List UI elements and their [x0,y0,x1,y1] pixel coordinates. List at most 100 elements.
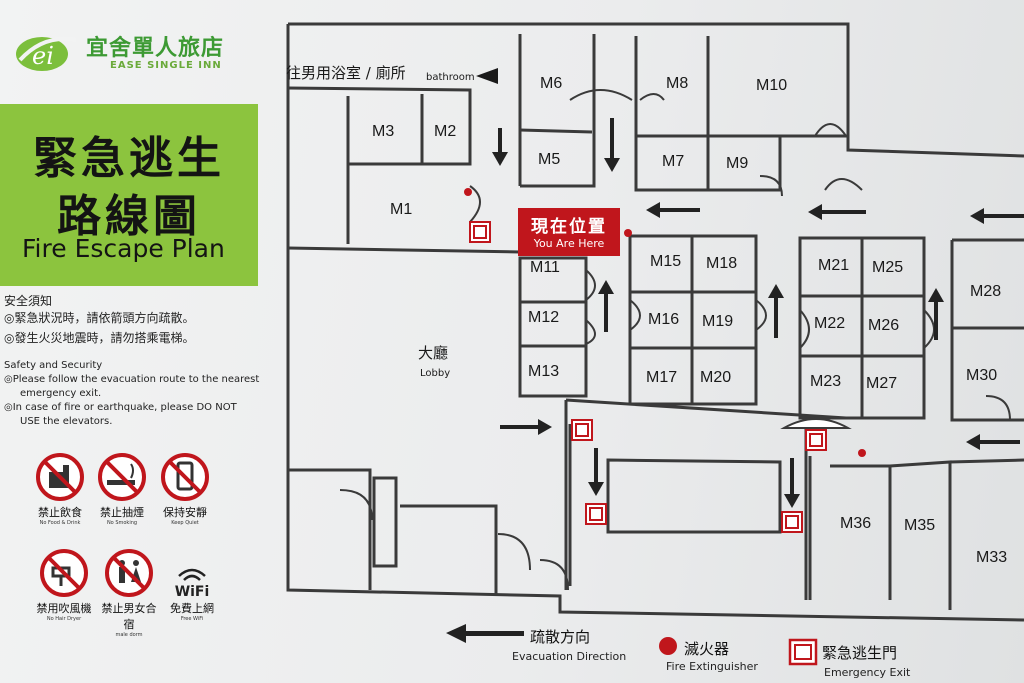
no-hairdryer-sign: 禁用吹風機 No Hair Dryer [34,548,94,622]
room-label: M10 [756,77,787,94]
legend-evacuation-zh: 疏散方向 [530,628,591,646]
evacuation-arrow-icon [588,448,604,496]
lobby-label-en: Lobby [420,368,450,379]
title-zh-line2: 路線圖 [57,191,201,242]
prohibit-label-en: Keep Quiet [171,520,199,526]
prohibit-label-en: No Hair Dryer [46,616,82,622]
room-label: M27 [866,375,897,392]
room-label: M12 [528,309,559,326]
room-label: M35 [904,517,935,534]
legend-evacuation-arrow-icon [446,624,524,643]
no-mixed-gender-icon [105,549,153,597]
keep-quiet-sign: 保持安靜 Keep Quiet [155,452,215,526]
evacuation-arrow-icon [928,288,944,340]
no-phone-icon [161,453,209,501]
room-label: M22 [814,315,845,332]
no-food-sign: 禁止飲食 No Food & Drink [30,452,90,526]
evacuation-arrow-icon [808,204,866,220]
evacuation-arrow-icon [598,280,614,332]
room-label: M5 [538,151,560,168]
room-label: M13 [528,363,559,380]
safety-rule-en: ◎Please follow the evacuation route to t… [4,374,260,385]
emergency-exit-icon [781,511,803,533]
safety-heading-zh: 安全須知 [4,294,53,308]
evacuation-arrow-icon [966,434,1020,450]
prohibit-label: 禁止抽煙 [100,506,144,519]
evacuation-arrow-icon [784,458,800,508]
no-smoking-icon [98,453,146,501]
prohibit-label-en: male dorm [115,632,143,638]
evacuation-arrow-icon [500,419,552,435]
prohibit-label: 免費上網 [170,602,214,615]
safety-rule-en: emergency exit. [20,388,102,399]
safety-rule-en: USE the elevators. [20,416,113,427]
legend-extinguisher-zh: 滅火器 [684,640,730,658]
room-label: M26 [868,317,899,334]
legend-evacuation-en: Evacuation Direction [512,650,627,663]
prohibit-label-en: No Food & Drink [39,520,81,526]
room-label: M8 [666,75,688,92]
room-label: M6 [540,75,562,92]
title-zh-line1: 緊急逃生 [33,133,225,184]
room-label: M33 [976,549,1007,566]
room-label: M21 [818,257,849,274]
bathroom-label-zh: 往男用浴室 / 廁所 [286,64,406,82]
room-label: M2 [434,123,456,140]
no-smoking-sign: 禁止抽煙 No Smoking [92,452,152,526]
brand-subname: EASE SINGLE INN [110,60,222,71]
legend-extinguisher-en: Fire Extinguisher [666,660,758,673]
room-label: M11 [530,259,560,276]
room-label: M36 [840,515,871,532]
room-label: M1 [390,201,412,218]
legend-exit-icon [788,638,818,666]
evacuation-arrow-icon [492,128,508,166]
room-label: M15 [650,253,681,270]
brand-name: 宜舍單人旅店 [86,36,225,61]
prohibit-label-en: No Smoking [106,520,138,526]
evacuation-arrow-icon [646,202,700,218]
room-label: M9 [726,155,748,172]
wifi-icon: WiFi [175,568,210,598]
fire-extinguisher-icon [624,229,632,237]
room-label: M7 [662,153,684,170]
room-label: M19 [702,313,733,330]
fire-extinguisher-icon [464,188,472,196]
title-en: Fire Escape Plan [22,234,225,263]
prohibit-label: 禁用吹風機 [36,602,92,615]
prohibit-label-en: Free WiFi [180,616,204,622]
lobby-label-zh: 大廳 [418,344,448,362]
bathroom-label-en: bathroom [426,72,475,83]
no-hairdryer-icon [40,549,88,597]
room-label: M17 [646,369,677,386]
legend-exit-en: Emergency Exit [824,666,911,679]
prohibit-label: 禁止飲食 [38,506,82,519]
wifi-label: WiFi [175,584,210,598]
fire-extinguisher-icon [858,449,866,457]
no-mixed-gender-sign: 禁止男女合宿 male dorm [99,548,159,638]
free-wifi-sign: WiFi 免費上網 Free WiFi [162,560,222,622]
prohibit-label: 禁止男女合宿 [101,602,157,631]
logo-text: ei [32,42,54,70]
legend-exit-zh: 緊急逃生門 [822,644,898,662]
prohibit-label: 保持安靜 [163,506,207,519]
title-panel [0,104,258,286]
room-label: M23 [810,373,841,390]
room-label: M3 [372,123,394,140]
safety-rule-zh: ◎發生火災地震時，請勿搭乘電梯。 [4,331,195,345]
evacuation-arrow-icon [604,118,620,172]
you-are-here-en: You Are Here [533,237,605,250]
room-label: M18 [706,255,737,272]
evacuation-arrow-icon [768,284,784,338]
bathroom-arrow-icon [476,68,498,84]
safety-rule-zh: ◎緊急狀況時，請依箭頭方向疏散。 [4,311,195,325]
safety-heading-en: Safety and Security [4,360,103,371]
evacuation-arrow-icon [970,208,1024,224]
ei-logo-icon: ei [16,36,77,71]
you-are-here-zh: 現在位置 [531,217,607,237]
emergency-exit-icon [469,221,491,243]
no-food-icon [36,453,84,501]
room-label: M25 [872,259,903,276]
room-label: M28 [970,283,1001,300]
